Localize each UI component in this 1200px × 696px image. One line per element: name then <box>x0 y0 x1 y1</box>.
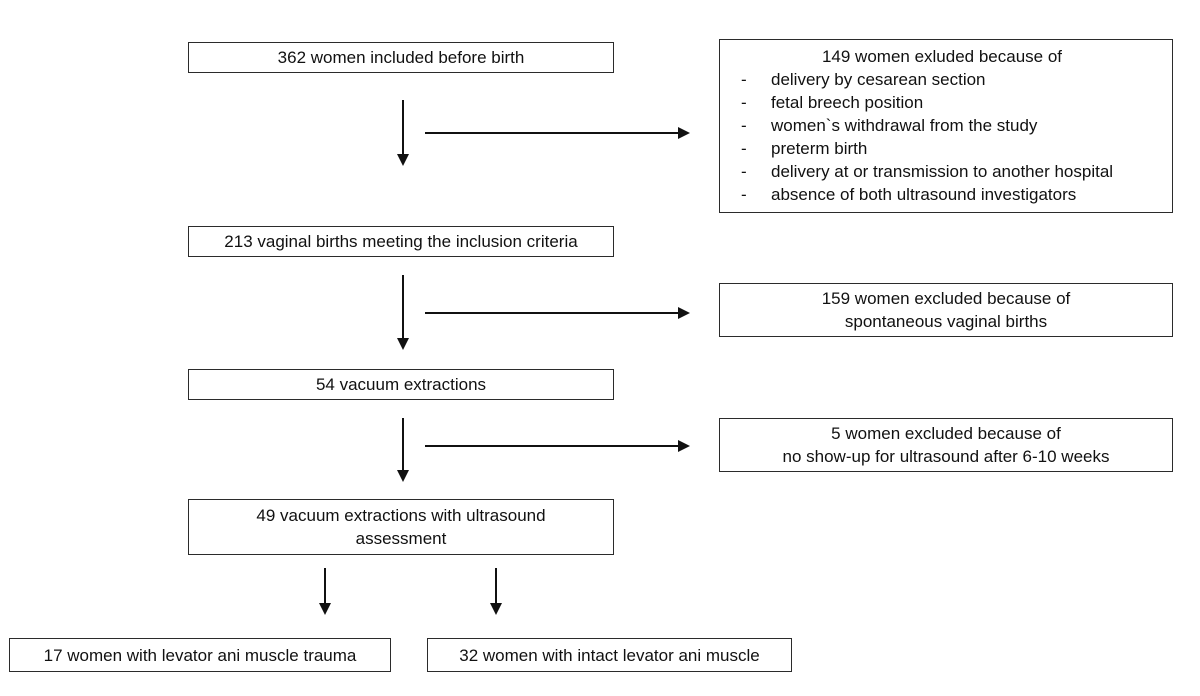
box-vacuum-extractions-label: 54 vacuum extractions <box>315 375 487 394</box>
bullet-dash: - <box>741 162 747 181</box>
exclusion-reason-item: - absence of both ultrasound investigator… <box>720 183 1164 206</box>
box-excluded-159: 159 women excluded because of spontaneou… <box>719 283 1173 337</box>
arrow-down-54-to-49 <box>402 418 404 471</box>
excluded-149-reason-list: - delivery by cesarean section - fetal bree… <box>720 68 1164 206</box>
box-vaginal-births-inclusion: 213 vaginal births meeting the inclusion… <box>188 226 614 257</box>
excluded-159-line1: 159 women excluded because of <box>821 289 1071 308</box>
bullet-dash: - <box>741 93 747 112</box>
box-vacuum-extractions: 54 vacuum extractions <box>188 369 614 400</box>
bullet-dash: - <box>741 139 747 158</box>
excluded-5-line1: 5 women excluded because of <box>831 424 1061 443</box>
arrow-right-to-excluded-149 <box>425 132 679 134</box>
box-excluded-5: 5 women excluded because of no show-up f… <box>719 418 1173 472</box>
box-excluded-149: 149 women exluded because of - delivery b… <box>719 39 1173 213</box>
exclusion-reason-item: - preterm birth <box>720 137 1164 160</box>
excluded-149-title: 149 women exluded because of <box>821 47 1063 66</box>
exclusion-reason-item: - delivery by cesarean section <box>720 68 1164 91</box>
box-included-before-birth-label: 362 women included before birth <box>277 48 525 67</box>
exclusion-reason-text: women`s withdrawal from the study <box>771 116 1038 135</box>
box-vaginal-births-inclusion-label: 213 vaginal births meeting the inclusion… <box>224 232 578 251</box>
exclusion-reason-text: delivery by cesarean section <box>771 70 986 89</box>
box-vacuum-ultrasound-line1: 49 vacuum extractions with ultrasound <box>256 506 546 525</box>
box-levator-trauma-label: 17 women with levator ani muscle trauma <box>43 645 357 665</box>
arrow-down-49-to-trauma <box>324 568 326 604</box>
arrow-down-49-to-intact <box>495 568 497 604</box>
box-levator-trauma: 17 women with levator ani muscle trauma <box>9 638 391 672</box>
exclusion-reason-text: fetal breech position <box>771 93 924 112</box>
bullet-dash: - <box>741 185 747 204</box>
bullet-dash: - <box>741 116 747 135</box>
box-included-before-birth: 362 women included before birth <box>188 42 614 73</box>
exclusion-reason-text: preterm birth <box>771 139 868 158</box>
box-intact-levator-label: 32 women with intact levator ani muscle <box>459 645 760 665</box>
exclusion-reason-text: absence of both ultrasound investigators <box>771 185 1077 204</box>
exclusion-reason-text: delivery at or transmission to another h… <box>771 162 1114 181</box>
arrow-right-to-excluded-5 <box>425 445 679 447</box>
box-intact-levator: 32 women with intact levator ani muscle <box>427 638 792 672</box>
arrow-down-213-to-54 <box>402 275 404 339</box>
exclusion-reason-item: - fetal breech position <box>720 91 1164 114</box>
box-vacuum-ultrasound-assessment: 49 vacuum extractions with ultrasound as… <box>188 499 614 555</box>
arrow-down-362-to-213 <box>402 100 404 155</box>
exclusion-reason-item: - women`s withdrawal from the study <box>720 114 1164 137</box>
exclusion-reason-item: - delivery at or transmission to another … <box>720 160 1164 183</box>
excluded-159-line2: spontaneous vaginal births <box>844 312 1048 331</box>
excluded-5-line2: no show-up for ultrasound after 6-10 wee… <box>782 447 1110 466</box>
bullet-dash: - <box>741 70 747 89</box>
box-vacuum-ultrasound-line2: assessment <box>355 529 447 548</box>
arrow-right-to-excluded-159 <box>425 312 679 314</box>
